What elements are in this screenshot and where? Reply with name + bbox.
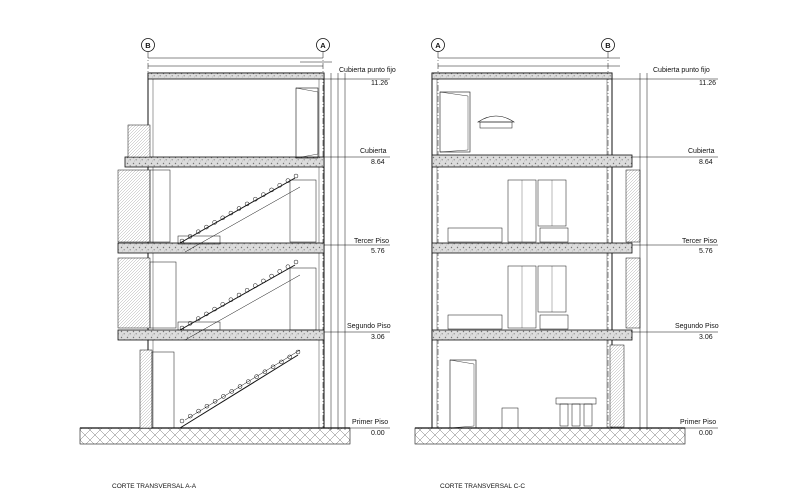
stair-step-marker bbox=[204, 224, 209, 230]
stair-step-marker bbox=[293, 173, 299, 179]
level-value: 8.64 bbox=[699, 159, 713, 166]
level-name: Tercer Piso bbox=[354, 238, 389, 245]
stair-step-marker bbox=[179, 418, 185, 424]
level-name: Primer Piso bbox=[352, 419, 388, 426]
level-name: Cubierta punto fijo bbox=[339, 67, 396, 74]
stair-step-marker bbox=[228, 210, 234, 216]
stair-step-marker bbox=[277, 183, 282, 188]
level-name: Segundo Piso bbox=[675, 323, 719, 330]
axis-label-right: A bbox=[320, 41, 326, 50]
level-value: 8.64 bbox=[371, 159, 385, 166]
stair-step-marker bbox=[179, 238, 185, 244]
level-name: Cubierta bbox=[688, 148, 715, 155]
stair-step-marker bbox=[187, 321, 193, 326]
stair-step-marker bbox=[269, 187, 274, 193]
stair-step-marker bbox=[295, 349, 301, 355]
level-value: 11.26 bbox=[371, 80, 388, 87]
stair-step-marker bbox=[196, 408, 201, 414]
level-value: 5.76 bbox=[371, 248, 385, 255]
stair-step-marker bbox=[277, 269, 282, 274]
level-name: Tercer Piso bbox=[682, 238, 717, 245]
axis-label-left: B bbox=[145, 41, 151, 50]
stair-step-marker bbox=[220, 302, 225, 307]
section-c-c bbox=[414, 38, 718, 445]
stair-step-marker bbox=[244, 201, 250, 207]
level-value: 3.06 bbox=[699, 334, 713, 341]
stair-step-marker bbox=[188, 413, 193, 419]
stair-step-marker bbox=[196, 316, 201, 321]
stair-step-marker bbox=[204, 311, 209, 317]
stair-step-marker bbox=[285, 178, 291, 183]
stair-step-marker bbox=[270, 364, 276, 370]
stair-steps-a-a bbox=[179, 173, 301, 424]
stair-step-marker bbox=[279, 359, 284, 365]
level-name: Primer Piso bbox=[680, 419, 716, 426]
stair-step-marker bbox=[236, 292, 242, 298]
axis-bubble-right bbox=[601, 38, 615, 52]
level-name: Segundo Piso bbox=[347, 323, 391, 330]
stair-step-marker bbox=[187, 234, 193, 239]
axis-label-right: B bbox=[605, 41, 611, 50]
axis-bubble-left bbox=[141, 38, 155, 52]
stair-step-marker bbox=[253, 283, 258, 288]
stair-step-marker bbox=[221, 394, 226, 399]
stair-step-marker bbox=[212, 306, 217, 312]
stair-step-marker bbox=[229, 389, 234, 394]
level-value: 3.06 bbox=[371, 334, 385, 341]
stair-step-marker bbox=[196, 229, 201, 234]
stair-step-marker bbox=[253, 196, 258, 202]
level-value: 11.26 bbox=[699, 80, 716, 87]
stair-step-marker bbox=[261, 278, 266, 284]
stair-step-marker bbox=[285, 264, 291, 269]
stair-step-marker bbox=[212, 399, 218, 404]
stair-step-marker bbox=[228, 297, 234, 302]
stair-step-marker bbox=[293, 259, 299, 265]
stair-step-marker bbox=[237, 384, 243, 389]
axis-label-left: A bbox=[435, 41, 441, 50]
level-value: 0.00 bbox=[371, 430, 385, 437]
stair-step-marker bbox=[287, 354, 292, 360]
stair-step-marker bbox=[246, 379, 251, 384]
stair-step-marker bbox=[254, 374, 259, 379]
stair-step-marker bbox=[179, 325, 185, 331]
section-caption: CORTE TRANSVERSAL A-A bbox=[112, 483, 197, 490]
stair-step-marker bbox=[204, 403, 210, 409]
level-name: Cubierta punto fijo bbox=[653, 67, 710, 74]
stair-step-marker bbox=[236, 206, 242, 211]
stair-step-marker bbox=[212, 220, 217, 225]
stair-step-marker bbox=[262, 369, 268, 374]
stair-step-marker bbox=[220, 215, 225, 221]
stair-step-marker bbox=[244, 288, 250, 293]
section-caption: CORTE TRANSVERSAL C-C bbox=[440, 483, 525, 490]
axis-bubble-left bbox=[431, 38, 445, 52]
level-value: 5.76 bbox=[699, 248, 713, 255]
axis-bubble-right bbox=[316, 38, 330, 52]
level-value: 0.00 bbox=[699, 430, 713, 437]
level-name: Cubierta bbox=[360, 148, 387, 155]
stair-step-marker bbox=[269, 273, 274, 279]
stair-step-marker bbox=[261, 192, 266, 197]
section-a-a bbox=[79, 38, 390, 445]
